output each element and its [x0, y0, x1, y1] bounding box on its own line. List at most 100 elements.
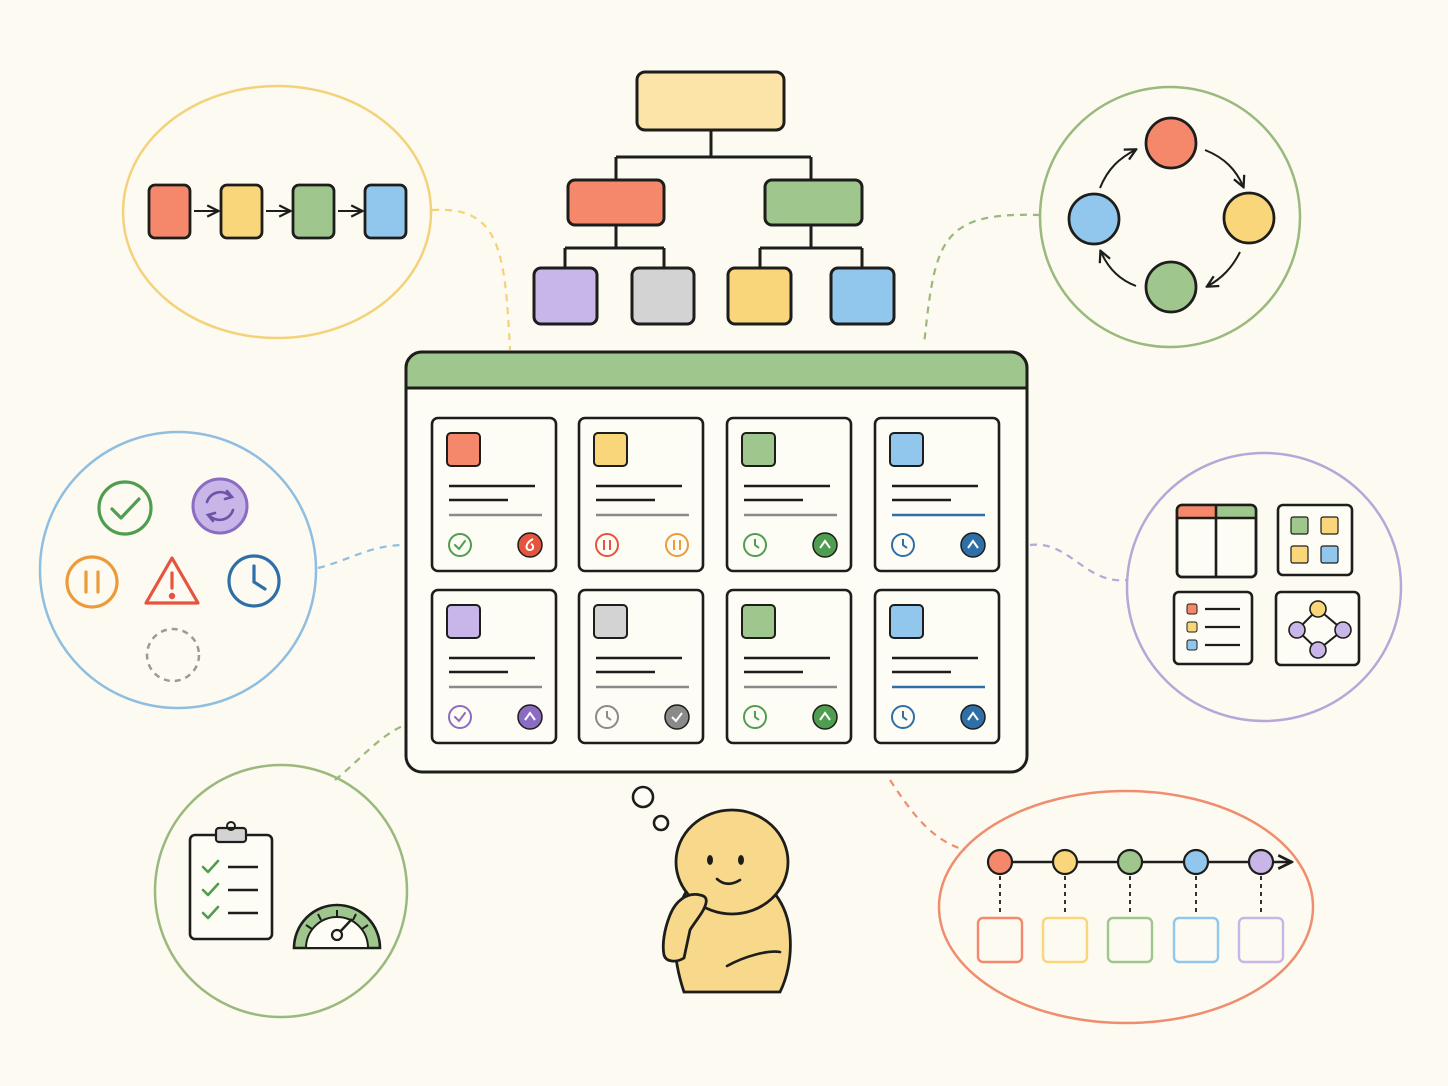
task-card: [725, 588, 853, 745]
connector-views: [1029, 543, 1129, 582]
checklist-bubble: [153, 763, 409, 1019]
timeline-slot: [1041, 916, 1089, 964]
hierarchy-root-node: [635, 70, 786, 132]
priority-up-badge-icon: [960, 704, 986, 730]
card-swatch: [446, 432, 481, 467]
card-swatch: [593, 604, 628, 639]
flow-step: [219, 183, 264, 240]
clock-circle-icon: [891, 705, 915, 729]
connector-cycle: [922, 213, 1041, 346]
check-badge-icon: [664, 704, 690, 730]
hierarchy-leaf-node: [630, 266, 696, 326]
card-text-lines: [449, 656, 535, 674]
clock-circle-icon: [891, 533, 915, 557]
status-icons-bubble: [38, 430, 318, 710]
clock-circle-icon: [743, 533, 767, 557]
speedometer-icon: [292, 903, 382, 950]
timeline-slot: [1106, 916, 1154, 964]
priority-up-badge-icon: [812, 532, 838, 558]
card-text-lines: [744, 484, 830, 502]
pause-circle-icon: [595, 533, 619, 557]
task-card: [725, 416, 853, 573]
board-header-bar: [404, 350, 1029, 390]
check-circle-icon: [448, 533, 472, 557]
thought-bubble-icon: [631, 785, 670, 832]
timeline-milestone: [1051, 848, 1079, 876]
card-swatch: [593, 432, 628, 467]
cycle-arrow: [1208, 251, 1241, 286]
timeline-milestone: [1182, 848, 1210, 876]
card-swatch: [889, 604, 924, 639]
card-text-lines: [449, 484, 535, 502]
sequential-flow-bubble: [121, 84, 433, 340]
list-view-icon: [1172, 590, 1254, 666]
timeline-slot: [1172, 916, 1220, 964]
cycle-node: [1144, 260, 1198, 314]
flow-step: [291, 183, 336, 240]
connector-sequential-flow: [431, 208, 512, 351]
graph-view-icon: [1274, 590, 1361, 667]
flame-badge-icon: [517, 532, 543, 558]
task-card: [430, 416, 558, 573]
pause-circle-icon: [65, 555, 119, 609]
grid-view-icon: [1276, 503, 1354, 577]
card-swatch: [889, 432, 924, 467]
task-card: [577, 416, 705, 573]
timeline-milestone: [986, 848, 1014, 876]
timeline-bubble: [937, 789, 1315, 1025]
task-card: [873, 588, 1001, 745]
check-circle-icon: [97, 480, 153, 536]
table-view-icon: [1175, 503, 1258, 579]
priority-up-badge-icon: [812, 704, 838, 730]
pause-circle-icon: [665, 533, 689, 557]
timeline-slot: [1237, 916, 1285, 964]
clipboard-checklist-icon: [188, 821, 274, 941]
warning-triangle-icon: [144, 556, 200, 605]
hierarchy-branch-node: [566, 178, 666, 227]
cycle-arrow: [1204, 149, 1243, 186]
connector-statuses: [317, 543, 406, 570]
card-text-lines: [596, 484, 682, 502]
task-card: [577, 588, 705, 745]
clock-circle-icon: [743, 705, 767, 729]
cycle-node: [1222, 191, 1276, 245]
cycle-arrow: [1101, 252, 1137, 287]
clock-icon: [227, 554, 281, 608]
timeline-slot: [976, 916, 1024, 964]
clock-circle-icon: [595, 705, 619, 729]
hierarchy-leaf-node: [532, 266, 599, 326]
card-swatch: [741, 604, 776, 639]
timeline-milestone: [1247, 848, 1275, 876]
card-text-lines: [744, 656, 830, 674]
task-card: [430, 588, 558, 745]
priority-up-badge-icon: [517, 704, 543, 730]
card-swatch: [446, 604, 481, 639]
hierarchy-branch-node: [763, 178, 864, 227]
cycle-node: [1067, 192, 1121, 246]
cycle-bubble: [1038, 85, 1302, 349]
task-card: [873, 416, 1001, 573]
connector-timeline: [889, 779, 966, 852]
dashed-circle-icon: [145, 627, 201, 683]
connector-checklist: [334, 723, 406, 781]
card-text-lines: [892, 484, 978, 502]
hierarchy-leaf-node: [726, 266, 793, 326]
thinking-person-icon: [631, 785, 792, 994]
kanban-board-window: [404, 350, 1029, 774]
sync-circle-icon: [191, 477, 249, 535]
cycle-node: [1144, 116, 1198, 170]
hierarchy-tree: [532, 70, 896, 326]
flow-step: [363, 183, 408, 240]
card-text-lines: [596, 656, 682, 674]
view-types-bubble: [1125, 451, 1403, 723]
card-text-lines: [892, 656, 978, 674]
connector-lines: [317, 208, 1129, 852]
priority-up-badge-icon: [960, 532, 986, 558]
hierarchy-leaf-node: [829, 266, 896, 326]
card-swatch: [741, 432, 776, 467]
check-circle-icon: [448, 705, 472, 729]
timeline-milestone: [1116, 848, 1144, 876]
flow-step: [147, 183, 192, 240]
cycle-arrow: [1099, 150, 1135, 189]
